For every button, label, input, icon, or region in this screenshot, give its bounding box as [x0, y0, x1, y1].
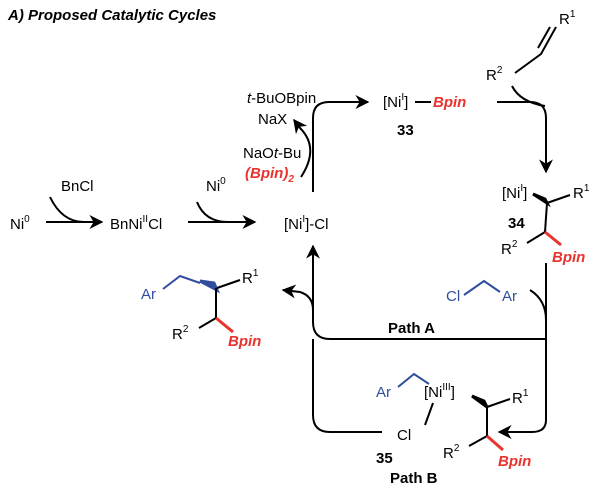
figure-title: A) Proposed Catalytic Cycles: [7, 7, 216, 24]
arrow-path-b-return: [312, 339, 382, 433]
ni-cl-bond-35: [424, 402, 434, 426]
nax-byproduct: NaX: [258, 111, 287, 128]
curved-arrow-alkene: [511, 85, 546, 107]
label-33: 33: [397, 122, 414, 139]
benzyl-bonds-35: [397, 372, 430, 388]
ni0-second: Ni0: [206, 176, 226, 195]
c-r1-bond-35: [486, 398, 511, 408]
product-bpin: Bpin: [228, 333, 261, 350]
curved-arrow-bncl: [49, 196, 85, 223]
ni-iii-35: [NiIII]: [424, 382, 455, 401]
curved-arrow-byproducts: [293, 118, 312, 178]
bncl-reagent: BnCl: [61, 178, 94, 195]
c-c-bond-34: [544, 202, 548, 233]
r1-35: R1: [512, 388, 529, 407]
bpin2-reagent: (Bpin)2: [245, 165, 294, 185]
ar-35: Ar: [376, 384, 391, 401]
product-ar: Ar: [141, 286, 156, 303]
ni-i-34: [NiI]: [502, 183, 527, 202]
label-35: 35: [376, 450, 393, 467]
ni0-start: Ni0: [10, 214, 30, 233]
cl-35: Cl: [397, 427, 411, 444]
tbuobpin-byproduct: t-BuOBpin: [247, 90, 316, 107]
curved-arrow-ni0: [196, 201, 229, 223]
electrophile-bonds: [463, 279, 501, 296]
path-b-label: Path B: [390, 470, 438, 487]
product-wedge-bond: [199, 279, 221, 294]
c-b-bond-34: [544, 230, 562, 247]
curved-arrow-electrophile: [529, 289, 547, 321]
naotbu-reagent: NaOt-Bu: [243, 145, 301, 162]
arrow-to-33: [312, 95, 370, 192]
product-r2: R2: [172, 324, 189, 343]
product-r1: R1: [242, 268, 259, 287]
r2-34: R2: [501, 239, 518, 258]
ni-i-33: [NiI]: [383, 92, 408, 111]
electrophile-ar: Ar: [502, 288, 517, 305]
label-34: 34: [508, 215, 525, 232]
alkene-r1: R1: [559, 9, 576, 28]
arrow-to-34: [497, 101, 553, 174]
ni-c-wedge-34: [532, 192, 551, 208]
arrow-to-35: [497, 419, 547, 439]
c-r2-bond-34: [526, 231, 546, 244]
alkene-double-bond: [537, 26, 551, 49]
alkene-skeleton: [514, 26, 557, 74]
alkene-r2: R2: [486, 65, 503, 84]
product-r2-bond: [198, 317, 217, 329]
c-r1-bond-34: [546, 194, 571, 204]
c-b-bond-35: [486, 434, 504, 452]
product-benzyl-bonds: [162, 274, 201, 290]
path-a-label: Path A: [388, 320, 435, 337]
bpin-34: Bpin: [552, 249, 585, 266]
ni-c-wedge-35: [471, 394, 489, 409]
ni-i-cl-species: [NiI]-Cl: [284, 214, 328, 233]
c-r2-bond-35: [468, 435, 488, 447]
r2-35: R2: [443, 443, 460, 462]
bpin-35: Bpin: [498, 453, 531, 470]
arrow-path-a: [306, 244, 546, 340]
electrophile-cl: Cl: [446, 288, 460, 305]
arrow-product-release: [281, 284, 314, 311]
product-cb-bond: [215, 316, 234, 334]
r1-34: R1: [573, 183, 590, 202]
bnni-cl-intermediate: BnNiIICl: [110, 214, 162, 233]
bpin-33: Bpin: [433, 94, 466, 111]
product-r1-bond: [216, 279, 241, 289]
